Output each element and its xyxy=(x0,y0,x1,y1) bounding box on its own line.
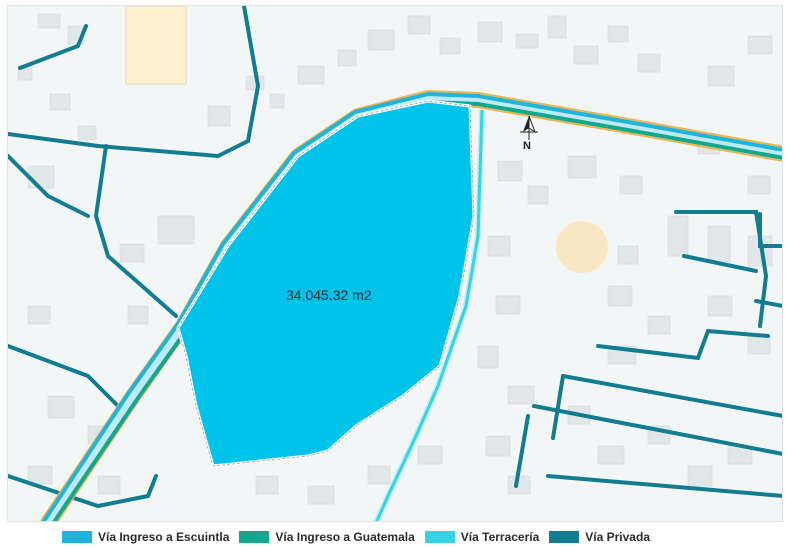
legend-swatch xyxy=(62,531,92,543)
north-arrow-icon xyxy=(520,115,538,140)
legend-item-escuintla: Vía Ingreso a Escuintla xyxy=(62,530,229,544)
legend-label: Vía Privada xyxy=(585,530,650,544)
map-layers xyxy=(8,6,782,521)
legend-item-guatemala: Vía Ingreso a Guatemala xyxy=(239,530,415,544)
legend-item-terraceria: Vía Terracería xyxy=(424,530,540,544)
parcel-outline xyxy=(177,100,475,467)
legend-swatch xyxy=(239,531,270,543)
legend-swatch xyxy=(549,531,580,543)
roads-privada xyxy=(8,6,782,509)
legend-label: Vía Ingreso a Guatemala xyxy=(275,530,415,544)
legend-item-privada: Vía Privada xyxy=(549,530,650,544)
sports-circle xyxy=(556,221,608,273)
legend: Vía Ingreso a Escuintla Vía Ingreso a Gu… xyxy=(62,529,660,545)
legend-label: Vía Terracería xyxy=(460,530,540,544)
north-label: N xyxy=(523,140,531,152)
legend-swatch xyxy=(424,531,455,543)
north-arrow: N xyxy=(516,114,542,154)
legend-label: Vía Ingreso a Escuintla xyxy=(98,530,230,544)
buildings-layer xyxy=(17,13,773,505)
map-canvas[interactable]: 34,045.32 m2 N xyxy=(7,5,783,522)
parcel-area-label: 34,045.32 m2 xyxy=(286,287,372,303)
industrial-block xyxy=(125,6,187,85)
road-terraceria xyxy=(375,109,484,521)
